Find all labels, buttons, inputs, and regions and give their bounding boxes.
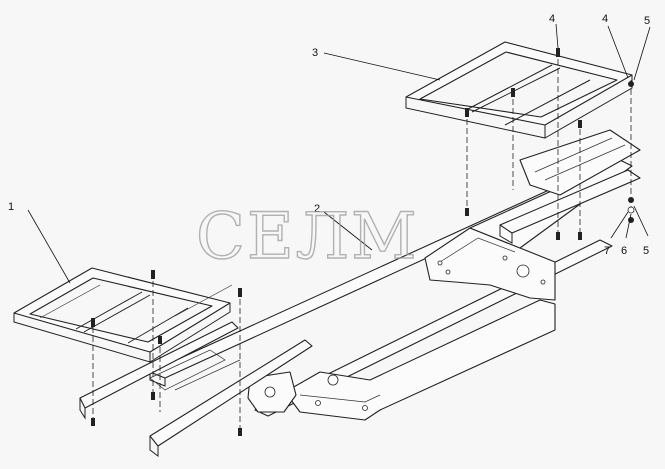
- callout-5-bottom: 5: [643, 245, 649, 257]
- leader-lines: [27, 23, 651, 284]
- watermark-logo: СЕЛМ: [196, 200, 419, 274]
- rear-mount-rail-right: [149, 339, 313, 447]
- callout-7: 7: [604, 245, 610, 257]
- callouts: 1 2 3 4 4 5 7 6 5: [8, 13, 650, 257]
- chassis-rear-section: [284, 299, 556, 421]
- callout-6: 6: [621, 245, 627, 257]
- rear-subframe: [13, 267, 313, 457]
- front-subframe-inner: [419, 51, 618, 118]
- callout-3: 3: [312, 47, 318, 59]
- front-mount-rail: [499, 169, 641, 234]
- callout-2: 2: [314, 203, 320, 215]
- front-mount-bracket: [519, 129, 641, 196]
- callout-5-top: 5: [644, 15, 650, 27]
- rear-mount-rail-left: [79, 321, 239, 409]
- callout-4-left: 4: [549, 13, 555, 25]
- callout-1: 1: [8, 201, 14, 213]
- chassis-frame: [149, 159, 633, 421]
- rear-subframe-inner: [29, 277, 213, 343]
- fastener-axes: [92, 50, 632, 435]
- front-subframe: [405, 41, 641, 244]
- callout-4-right: 4: [602, 13, 608, 25]
- fasteners: [91, 48, 635, 436]
